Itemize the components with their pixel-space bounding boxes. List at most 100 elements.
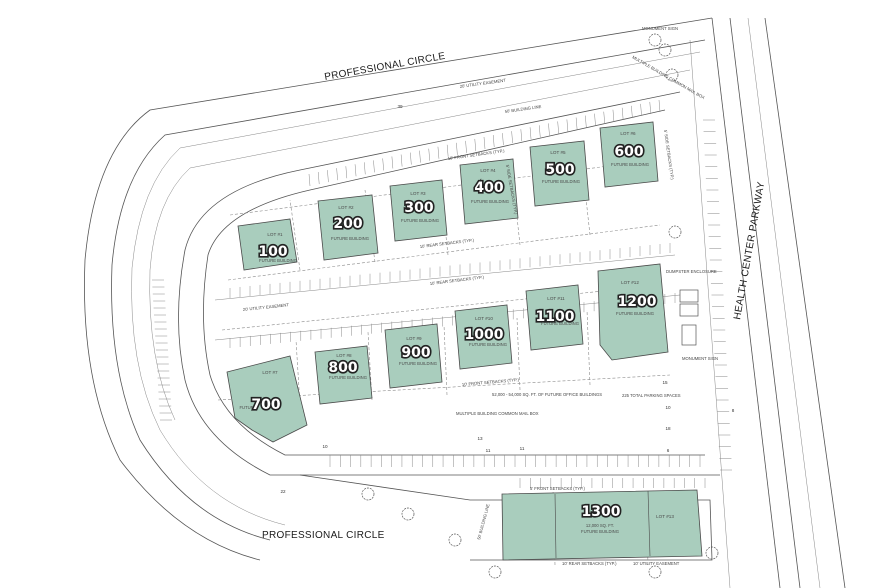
parking-stall xyxy=(456,142,458,155)
parking-stall xyxy=(373,160,375,173)
parking-stall xyxy=(437,146,440,159)
parking-stall xyxy=(492,135,495,148)
building-1000: LOT #10 FUTURE BUILDING 1000 xyxy=(454,304,513,370)
parking-stall xyxy=(575,117,578,130)
future-label: FUTURE BUILDING xyxy=(611,162,649,167)
parking-stall xyxy=(631,105,633,118)
monument-sign-label: MONUMENT SIGN xyxy=(682,356,718,361)
future-label: FUTURE BUILDING xyxy=(542,179,580,184)
future-label: FUTURE BUILDING xyxy=(469,342,507,347)
parking-count: 15 xyxy=(662,380,668,385)
tree-icon xyxy=(448,533,462,547)
parking-count: 11 xyxy=(520,446,525,451)
building-1100: LOT #11 FUTURE BUILDING 1100 xyxy=(525,284,584,351)
parking-count: 22 xyxy=(280,489,286,494)
building-1200: LOT #12 FUTURE BUILDING 1200 xyxy=(597,263,669,361)
parking-stall xyxy=(410,152,412,165)
tree-icon xyxy=(488,565,502,579)
parking-stall xyxy=(585,115,587,128)
parking-count: 6 xyxy=(667,448,670,453)
dumpster-enclosure xyxy=(679,289,699,317)
utility-easement-label: 20' UTILITY EASEMENT xyxy=(459,78,506,89)
parking-counts: 39 10 13 11 15 10 18 22 11 8 6 xyxy=(280,104,734,494)
building-400: LOT #4 FUTURE BUILDING 400 xyxy=(459,158,519,225)
building-number: 800 xyxy=(328,360,357,376)
parking-stall xyxy=(364,162,366,175)
building-600: LOT #6 FUTURE BUILDING 600 xyxy=(599,121,659,188)
future-label: FUTURE BUILDING xyxy=(329,375,367,380)
tree-icon xyxy=(648,565,662,579)
parking-stall xyxy=(621,107,624,120)
parking-stall xyxy=(649,101,652,114)
mail-box-label: MULTIPLE BUILDING COMMON MAIL BOX xyxy=(456,411,539,416)
parking-count: 18 xyxy=(665,426,671,431)
parking-stall xyxy=(566,119,569,132)
lot-label: LOT #8 xyxy=(336,353,352,358)
lot-label: LOT #11 xyxy=(547,296,565,301)
lot-label: LOT #3 xyxy=(410,191,426,196)
parking-stall xyxy=(317,172,320,185)
dumpster-label: DUMPSTER ENCLOSURE xyxy=(666,269,717,274)
side-setbacks-label: 5' SIDE SETBACKS (TYP.) xyxy=(663,129,675,180)
lot-label: LOT #13 xyxy=(656,514,674,519)
parking-count: 8 xyxy=(732,408,735,413)
building-100: LOT #1 FUTURE BUILDING 100 xyxy=(237,218,298,271)
monument-sign-label: MONUMENT SIGN xyxy=(642,26,678,31)
rear-setbacks-label: 10' REAR SETBACKS (TYP.) xyxy=(562,561,617,566)
road-curbs xyxy=(84,17,846,588)
building-800: LOT #8 FUTURE BUILDING 800 xyxy=(314,345,373,405)
road-label-professional-circle-bottom: PROFESSIONAL CIRCLE xyxy=(262,530,385,541)
building-900: LOT #9 FUTURE BUILDING 900 xyxy=(384,323,443,389)
building-size: 12,000 SQ. FT. xyxy=(586,523,614,528)
parking-count: 11 xyxy=(486,448,491,453)
future-label: FUTURE BUILDING xyxy=(471,199,509,204)
parking-stall xyxy=(511,131,513,144)
parking-stall xyxy=(594,113,596,126)
road-label-professional-circle-top: PROFESSIONAL CIRCLE xyxy=(324,51,447,83)
parking-stall xyxy=(539,125,541,138)
building-700: LOT #7 FUTURE 700 xyxy=(226,355,308,443)
building-number: 700 xyxy=(251,397,280,413)
parking-count: 10 xyxy=(322,444,328,449)
parking-count: 10 xyxy=(665,405,671,410)
building-number: 1000 xyxy=(465,327,504,343)
lot-label: LOT #2 xyxy=(338,205,354,210)
lot-label: LOT #9 xyxy=(406,336,422,341)
utility-easement-label: 20' UTILITY EASEMENT xyxy=(243,302,290,312)
road-label-health-center-parkway: HEALTH CENTER PARKWAY xyxy=(732,181,767,321)
parking-stall xyxy=(400,154,403,167)
building-number: 400 xyxy=(474,180,503,196)
parking-stall xyxy=(548,123,550,136)
building-number: 100 xyxy=(258,244,287,260)
building-number: 500 xyxy=(545,162,574,178)
future-label: FUTURE BUILDING xyxy=(541,321,579,326)
future-label: FUTURE BUILDING xyxy=(399,361,437,366)
parking-ring xyxy=(178,91,720,561)
parking-stall xyxy=(391,156,394,169)
lot-label: LOT #1 xyxy=(267,232,283,237)
building-line-label: 50' BUILDING LINE xyxy=(476,503,490,540)
front-setbacks-label: 10' FRONT SETBACKS (TYP.) xyxy=(447,148,505,161)
parking-stall xyxy=(465,140,467,153)
parking-stall xyxy=(640,103,642,116)
future-label: FUTURE BUILDING xyxy=(581,529,619,534)
building-number: 1300 xyxy=(582,504,621,520)
parking-stall xyxy=(520,129,523,142)
future-label: FUTURE BUILDING xyxy=(331,236,369,241)
lot-label: LOT #7 xyxy=(262,370,278,375)
parking-stall xyxy=(336,168,338,181)
parking-count: 39 xyxy=(397,104,403,109)
parking-stall xyxy=(428,148,430,161)
tree-icon xyxy=(401,507,415,521)
parking-stall xyxy=(529,127,532,140)
building-line-label: 50' BUILDING LINE xyxy=(504,104,541,114)
landscape-trees xyxy=(361,33,719,579)
parking-count: 13 xyxy=(477,436,483,441)
lot-label: LOT #6 xyxy=(620,131,636,136)
building-number: 200 xyxy=(333,216,362,232)
tree-icon xyxy=(361,487,375,501)
parking-stall xyxy=(354,164,357,177)
rear-setbacks-label: 10' REAR SETBACKS (TYP.) xyxy=(430,274,485,286)
building-number: 300 xyxy=(404,200,433,216)
